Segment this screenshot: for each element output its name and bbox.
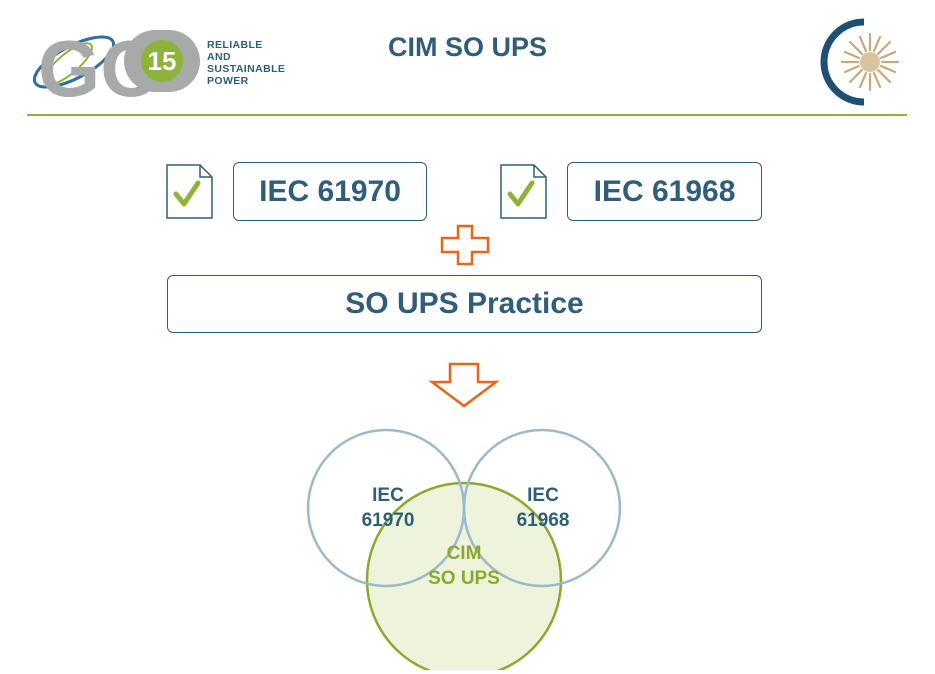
venn-label-line: IEC bbox=[372, 485, 404, 506]
header-divider bbox=[27, 114, 907, 116]
venn-label-iec61970: IEC 61970 bbox=[335, 483, 441, 533]
logo-tagline-line: AND bbox=[207, 51, 231, 63]
logo-tagline-line: POWER bbox=[207, 75, 249, 87]
logo-tagline-line: SUSTAINABLE bbox=[207, 63, 286, 75]
venn-label-cim: CIM SO UPS bbox=[404, 541, 524, 591]
logo-tagline-line: RELIABLE bbox=[207, 39, 263, 51]
go15-logo: GO 15 bbox=[28, 18, 208, 113]
venn-diagram bbox=[306, 428, 622, 670]
sun-emblem-icon bbox=[818, 16, 906, 113]
down-arrow-icon bbox=[428, 362, 500, 413]
standard-iec61970-box: IEC 61970 bbox=[233, 162, 427, 221]
venn-label-line: 61970 bbox=[361, 510, 415, 531]
checked-document-icon bbox=[500, 164, 548, 225]
venn-label-line: 61968 bbox=[516, 510, 570, 531]
logo-badge-number: 15 bbox=[148, 46, 177, 76]
page-title: CIM SO UPS bbox=[387, 32, 548, 62]
venn-label-line: SO UPS bbox=[428, 568, 500, 589]
venn-circle-iec61968 bbox=[462, 428, 622, 588]
plus-icon bbox=[440, 224, 490, 271]
venn-label-line: IEC bbox=[527, 485, 559, 506]
checked-document-icon bbox=[166, 164, 214, 225]
venn-label-iec61968: IEC 61968 bbox=[490, 483, 596, 533]
venn-circle-cim bbox=[365, 481, 563, 670]
standard-iec61968-box: IEC 61968 bbox=[567, 162, 762, 221]
venn-label-line: CIM bbox=[446, 543, 482, 564]
practice-box: SO UPS Practice bbox=[167, 275, 762, 333]
